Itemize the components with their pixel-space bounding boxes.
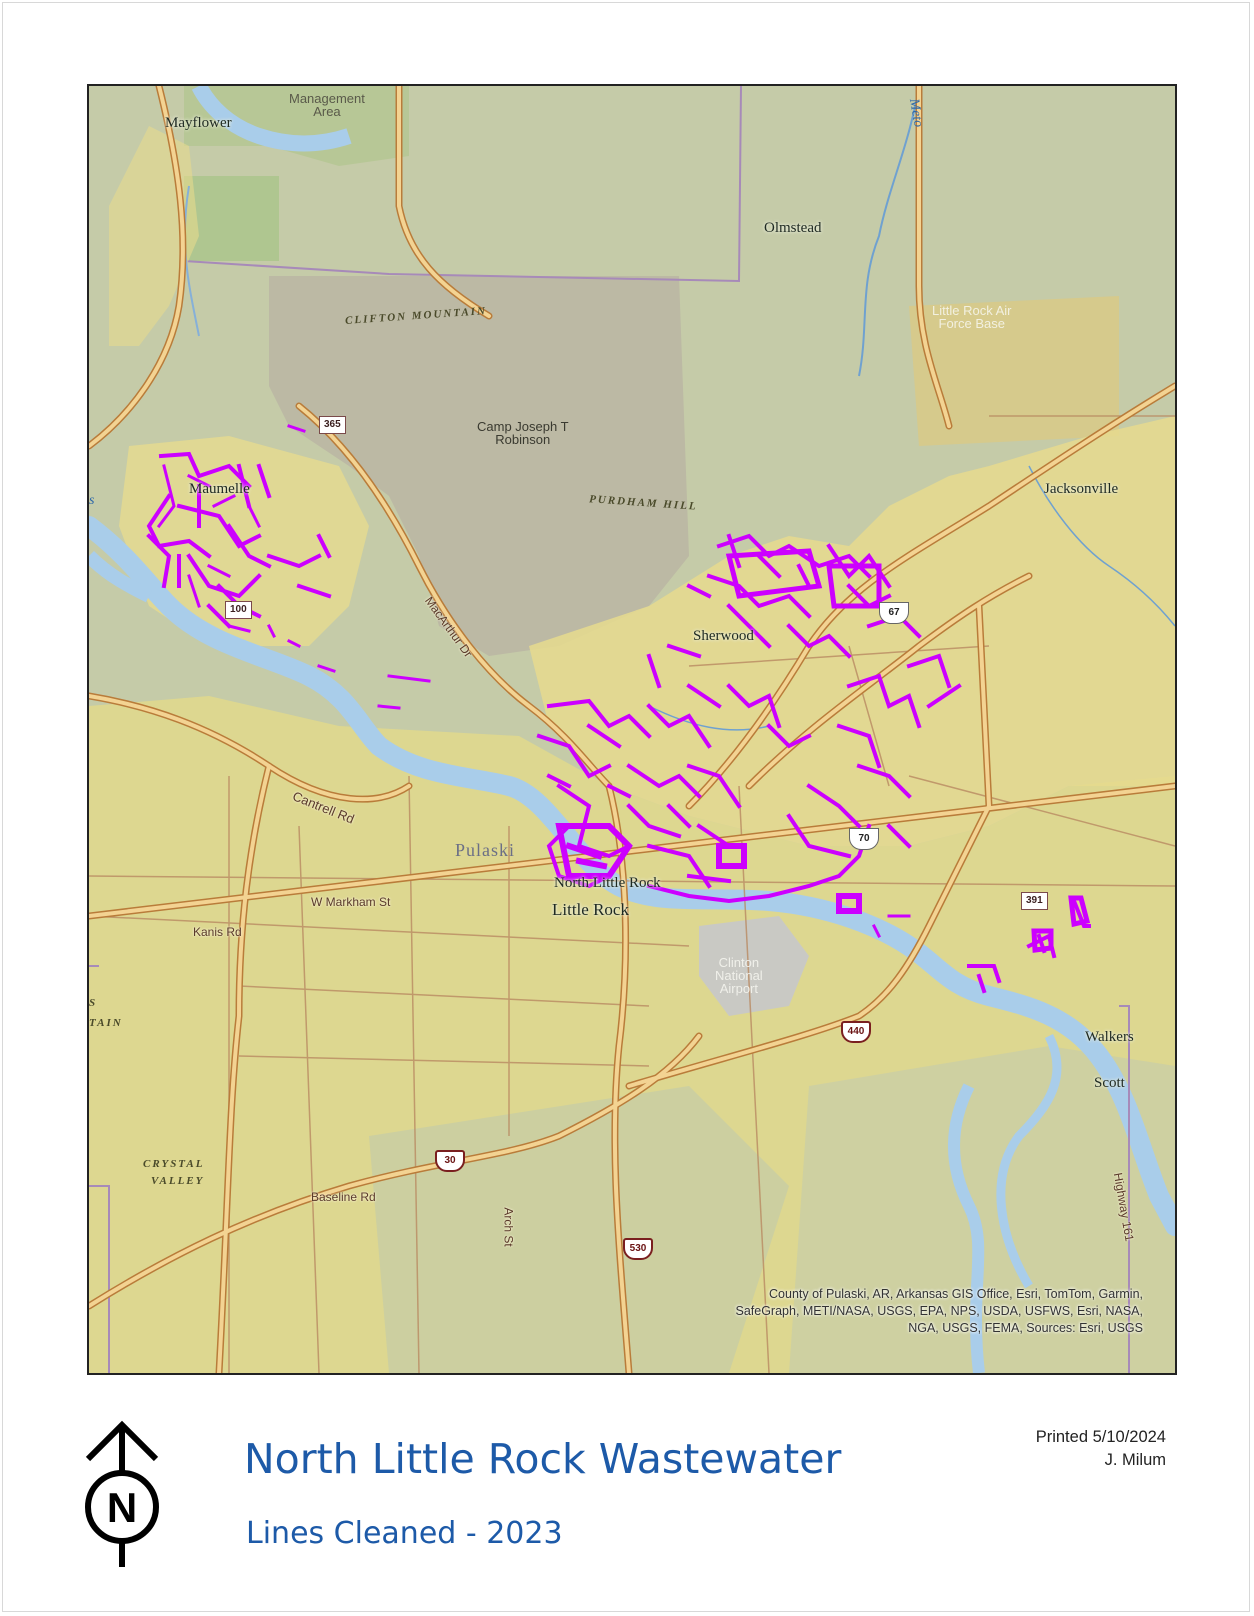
urban-nlr [529, 416, 1175, 846]
management-area-line1: Management [289, 91, 365, 106]
label-arch-st: Arch St [501, 1207, 516, 1247]
green-patch [184, 176, 279, 261]
north-arrow-letter: N [107, 1484, 137, 1531]
arkansas-river [89, 516, 1175, 1236]
label-little-rock: Little Rock [552, 900, 629, 919]
shield-ar-100: 100 [225, 601, 252, 619]
label-olmstead: Olmstead [764, 220, 822, 236]
management-area-line2: Area [313, 104, 341, 119]
attribution-line1: County of Pulaski, AR, Arkansas GIS Offi… [769, 1287, 1143, 1301]
lake-conway [191, 86, 352, 152]
map-title: North Little Rock Wastewater [244, 1435, 842, 1483]
river-south-2 [996, 1033, 1062, 1289]
urban-maumelle [119, 436, 369, 646]
label-north-little-rock: North Little Rock [554, 875, 661, 891]
label-management-area: Management Area [289, 92, 365, 118]
shield-ar-365: 365 [319, 416, 346, 434]
cleaned-lines-far-east-2 [1031, 895, 1091, 953]
label-edge-tain: TAIN [89, 1017, 123, 1029]
creek-east [1028, 465, 1175, 627]
airport-line2: National [715, 968, 763, 983]
label-airport: Clinton National Airport [715, 956, 763, 995]
cleaned-lines-misc [287, 424, 911, 939]
label-crystal-valley-1: CRYSTAL [143, 1158, 205, 1170]
airport-line3: Airport [719, 981, 758, 996]
map-frame[interactable]: Mayflower Olmstead Maumelle Sherwood Jac… [87, 84, 1177, 1375]
basemap [89, 86, 1175, 1373]
print-info: Printed 5/10/2024 J. Milum [1036, 1426, 1166, 1472]
shield-us-67: 67 [879, 602, 909, 624]
printed-author: J. Milum [1104, 1451, 1166, 1469]
cleaned-lines-nlr-dense [555, 823, 633, 879]
camp-robinson-line2: Robinson [495, 432, 551, 447]
label-maumelle: Maumelle [189, 481, 250, 497]
cleaned-lines-maumelle-2 [156, 464, 302, 649]
creek-west [183, 185, 200, 337]
airport-line1: Clinton [718, 955, 760, 970]
bayou-meto [858, 86, 920, 377]
label-pulaski-county: Pulaski [455, 840, 516, 860]
cleaned-lines-nlr-central [536, 698, 742, 889]
label-jacksonville: Jacksonville [1044, 481, 1119, 497]
label-mayflower: Mayflower [165, 115, 232, 131]
label-walkers: Walkers [1085, 1029, 1134, 1045]
major-roads [89, 86, 1175, 1373]
label-sherwood: Sherwood [693, 628, 754, 644]
lake-maumelle-inlet [89, 550, 153, 603]
camp-robinson-area [269, 276, 689, 656]
air-force-base-line2: Force Base [938, 316, 1005, 331]
label-camp-robinson: Camp Joseph T Robinson [477, 420, 569, 446]
management-area [184, 86, 409, 166]
camp-robinson-line1: Camp Joseph T [477, 419, 569, 434]
wma-boundary [183, 86, 742, 283]
label-w-markham-st: W Markham St [311, 895, 391, 909]
label-crystal-valley-2: VALLEY [151, 1175, 205, 1187]
label-edge-s: S [89, 997, 98, 1009]
north-arrow-icon: N [85, 1420, 159, 1567]
shield-us-70: 70 [849, 828, 879, 850]
cleaned-lines-east [726, 653, 962, 859]
map-subtitle: Lines Cleaned - 2023 [246, 1516, 563, 1551]
airport-area [699, 916, 809, 1016]
label-water-edge: s [89, 493, 95, 508]
cleaned-lines-maumelle [146, 451, 332, 629]
shield-i-440: 440 [841, 1021, 871, 1043]
air-force-base [909, 296, 1119, 446]
shield-i-30: 30 [435, 1150, 465, 1172]
attribution-line2: SafeGraph, METI/NASA, USGS, EPA, NPS, US… [735, 1304, 1143, 1318]
label-kanis-rd: Kanis Rd [193, 925, 242, 939]
label-air-force-base: Little Rock Air Force Base [932, 304, 1011, 330]
label-scott: Scott [1094, 1075, 1125, 1091]
shield-i-530: 530 [623, 1238, 653, 1260]
map-attribution: County of Pulaski, AR, Arkansas GIS Offi… [643, 1286, 1143, 1337]
attribution-line3: NGA, USGS, FEMA, Sources: Esri, USGS [908, 1321, 1143, 1335]
forest-southeast [789, 1046, 1175, 1373]
cleaned-lines-corridor [646, 823, 872, 904]
printed-date: Printed 5/10/2024 [1035, 1428, 1166, 1446]
shield-ar-391: 391 [1021, 892, 1048, 910]
river-south [948, 1083, 985, 1373]
county-boundary [89, 965, 1130, 1373]
minor-roads [89, 415, 1175, 1373]
air-force-base-line1: Little Rock Air [932, 303, 1012, 318]
cleaned-lines-east-blocks [716, 843, 862, 914]
label-baseline-rd: Baseline Rd [311, 1190, 376, 1204]
